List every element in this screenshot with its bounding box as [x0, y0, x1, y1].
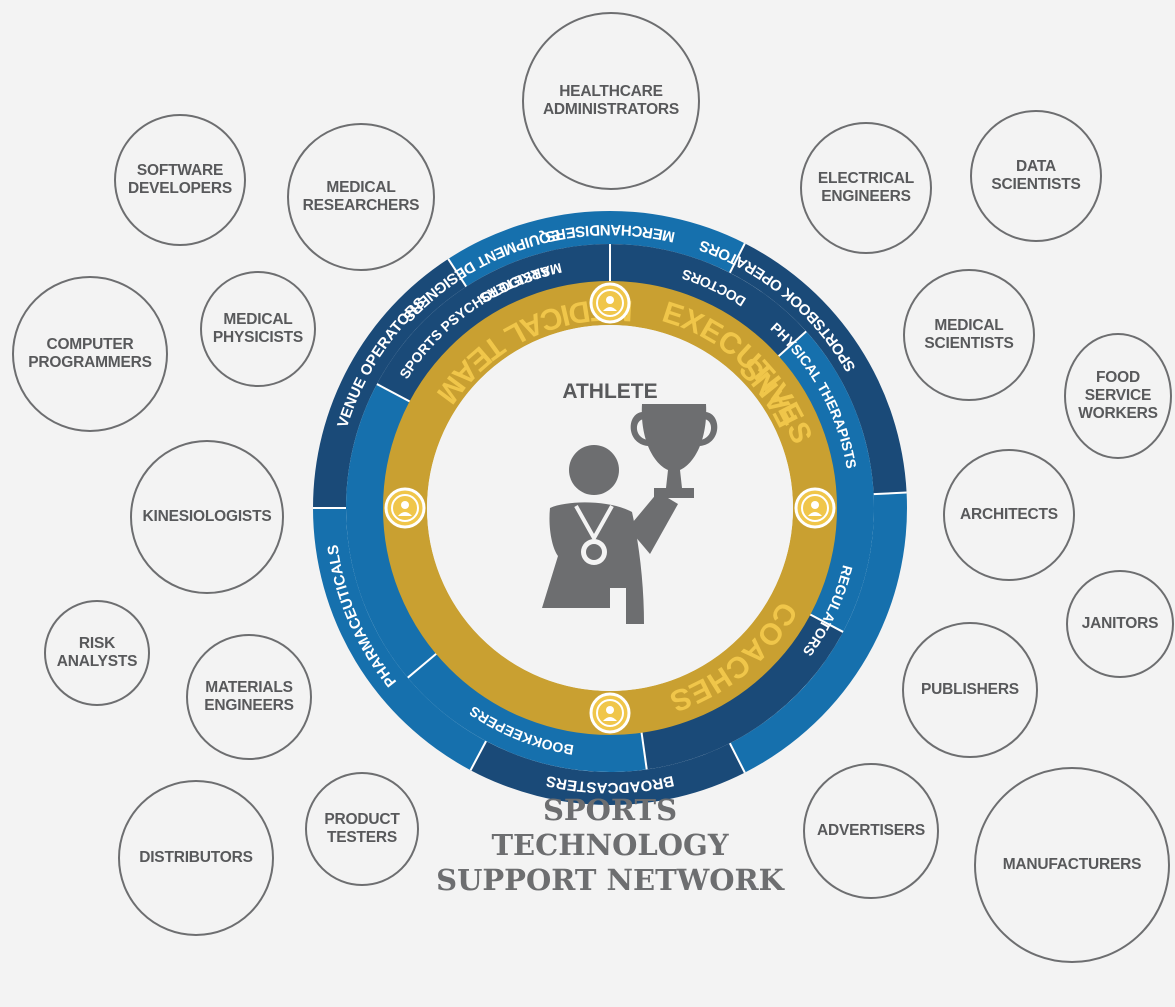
- bubble-product-testers: PRODUCT TESTERS: [305, 772, 419, 886]
- outer-ring-segment-equipment-designers: [729, 492, 907, 773]
- middle-ring-divider: [640, 731, 648, 770]
- middle-ring-divider: [777, 330, 807, 358]
- outer-ring-divider: [728, 242, 746, 274]
- bubble-manufacturers: MANUFACTURERS: [974, 767, 1170, 963]
- bubble-risk-analysts: RISK ANALYSTS: [44, 600, 150, 706]
- outer-ring-segment-pharmaceuticals: [729, 243, 907, 495]
- bubble-healthcare-administrators: HEALTHCARE ADMINISTRATORS: [522, 12, 700, 190]
- bubble-label: SOFTWARE DEVELOPERS: [128, 162, 232, 197]
- bubble-label: MATERIALS ENGINEERS: [204, 679, 294, 714]
- bubble-medical-physicists: MEDICAL PHYSICISTS: [200, 271, 316, 387]
- bubble-architects: ARCHITECTS: [943, 449, 1075, 581]
- bubble-label: MEDICAL RESEARCHERS: [302, 179, 420, 214]
- middle-ring-divider: [407, 652, 438, 679]
- bubble-medical-researchers: MEDICAL RESEARCHERS: [287, 123, 435, 271]
- team-icon: [794, 487, 836, 529]
- bubble-materials-engineers: MATERIALS ENGINEERS: [186, 634, 312, 760]
- bubble-label: PUBLISHERS: [921, 681, 1019, 698]
- middle-ring-segment-physical-therapists: [376, 244, 610, 402]
- bubble-label: FOOD SERVICE WORKERS: [1078, 369, 1158, 422]
- bubble-label: HEALTHCARE ADMINISTRATORS: [542, 83, 680, 118]
- bubble-computer-programmers: COMPUTER PROGRAMMERS: [12, 276, 168, 432]
- bubble-food-service-workers: FOOD SERVICE WORKERS: [1064, 333, 1172, 459]
- bubble-label: DISTRIBUTORS: [139, 849, 253, 866]
- middle-ring-divider: [376, 383, 411, 403]
- bubble-label: COMPUTER PROGRAMMERS: [28, 336, 152, 371]
- bubble-publishers: PUBLISHERS: [902, 622, 1038, 758]
- diagram-title: SPORTS TECHNOLOGY SUPPORT NETWORK: [430, 793, 790, 898]
- bubble-label: ELECTRICAL ENGINEERS: [817, 170, 915, 205]
- title-line-1: SPORTS: [542, 793, 678, 827]
- title-line-3: SUPPORT NETWORK: [436, 863, 784, 897]
- bubble-label: ADVERTISERS: [816, 822, 926, 839]
- bubble-advertisers: ADVERTISERS: [803, 763, 939, 899]
- middle-ring-segment-bookkeepers: [777, 331, 874, 632]
- outer-ring-divider: [873, 491, 907, 496]
- bubble-kinesiologists: KINESIOLOGISTS: [130, 440, 284, 594]
- outer-ring-segment-venue-operators: [313, 258, 467, 508]
- outer-ring-segment-broadcasters: [448, 211, 745, 287]
- bubble-data-scientists: DATA SCIENTISTS: [970, 110, 1102, 242]
- outer-ring-divider: [447, 258, 468, 288]
- outer-ring-segment-sportsbook-operators: [313, 508, 487, 771]
- center-label-athlete: ATHLETE: [562, 380, 657, 403]
- athlete-icon: [542, 404, 718, 624]
- middle-ring-segment-doctors: [407, 653, 647, 772]
- executive-icon: [384, 487, 426, 529]
- bubble-janitors: JANITORS: [1066, 570, 1174, 678]
- bubble-electrical-engineers: ELECTRICAL ENGINEERS: [800, 122, 932, 254]
- bubble-label: MEDICAL PHYSICISTS: [212, 311, 304, 346]
- middle-ring-segment-sports-psychologists: [345, 384, 437, 678]
- bubble-label: PRODUCT TESTERS: [324, 811, 400, 846]
- bubble-label: MANUFACTURERS: [1002, 856, 1142, 873]
- bubble-label: RISK ANALYSTS: [56, 635, 138, 670]
- outer-ring-divider: [469, 740, 487, 771]
- middle-ring-divider: [809, 613, 844, 633]
- bubble-label: MEDICAL SCIENTISTS: [924, 317, 1014, 352]
- whistle-icon: [589, 282, 631, 324]
- outer-ring-divider: [728, 742, 746, 774]
- bubble-medical-scientists: MEDICAL SCIENTISTS: [903, 269, 1035, 401]
- bubble-label: JANITORS: [1081, 615, 1159, 632]
- title-line-2: TECHNOLOGY: [491, 828, 729, 862]
- bubble-label: KINESIOLOGISTS: [142, 508, 272, 525]
- family-icon: [589, 692, 631, 734]
- middle-ring-segment-regulators: [610, 244, 807, 357]
- bubble-software-developers: SOFTWARE DEVELOPERS: [114, 114, 246, 246]
- bubble-label: DATA SCIENTISTS: [991, 158, 1081, 193]
- bubble-label: ARCHITECTS: [960, 506, 1058, 523]
- bubble-distributors: DISTRIBUTORS: [118, 780, 274, 936]
- outer-ring-segment-merchandisers: [470, 741, 745, 805]
